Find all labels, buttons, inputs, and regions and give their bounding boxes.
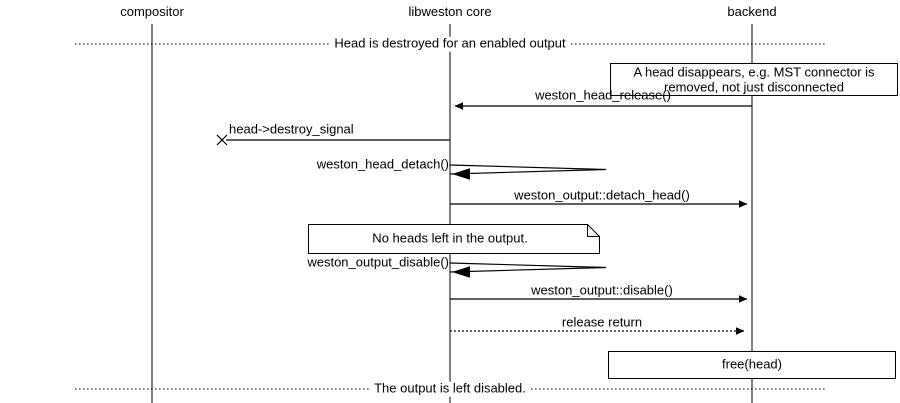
message-label-weston-output-disable: weston_output_disable() <box>307 254 449 270</box>
note-label-free-head: free(head) <box>722 356 782 372</box>
actor-label-libweston-core: libweston core <box>408 4 492 19</box>
lost-message-x-icon <box>216 134 228 146</box>
message-label-release-return: release return <box>561 314 643 330</box>
arrow-weston-output-disable-self <box>449 262 607 278</box>
arrow-weston-head-detach-self <box>449 164 607 180</box>
message-label-head-destroy-signal: head->destroy_signal <box>229 121 354 137</box>
message-label-weston-head-detach: weston_head_detach() <box>316 156 449 172</box>
note-no-heads-left-fold <box>587 224 600 237</box>
note-shapes <box>308 63 898 379</box>
actor-label-compositor: compositor <box>120 4 184 19</box>
note-label-no-heads-left: No heads left in the output. <box>372 230 528 246</box>
actor-label-backend: backend <box>727 4 777 19</box>
note-label-head-disappears-line2: removed, not just disconnected <box>664 80 844 95</box>
note-free-head-box <box>608 351 896 379</box>
note-label-head-disappears-line1: A head disappears, e.g. MST connector is <box>633 64 875 80</box>
note-label-head-disappears: A head disappears, e.g. MST connector is… <box>633 65 874 96</box>
divider-lines <box>75 43 825 390</box>
message-label-weston-output-disable-backend: weston_output::disable() <box>531 282 673 298</box>
message-label-weston-output-detach-head: weston_output::detach_head() <box>514 187 690 203</box>
divider-label-top: Head is destroyed for an enabled output <box>330 36 570 52</box>
message-arrows <box>216 102 752 335</box>
note-head-disappears-box <box>610 63 898 96</box>
note-no-heads-left-box <box>308 224 600 254</box>
message-label-weston-head-release: weston_head_release() <box>535 87 671 103</box>
divider-label-bottom: The output is left disabled. <box>370 381 530 397</box>
